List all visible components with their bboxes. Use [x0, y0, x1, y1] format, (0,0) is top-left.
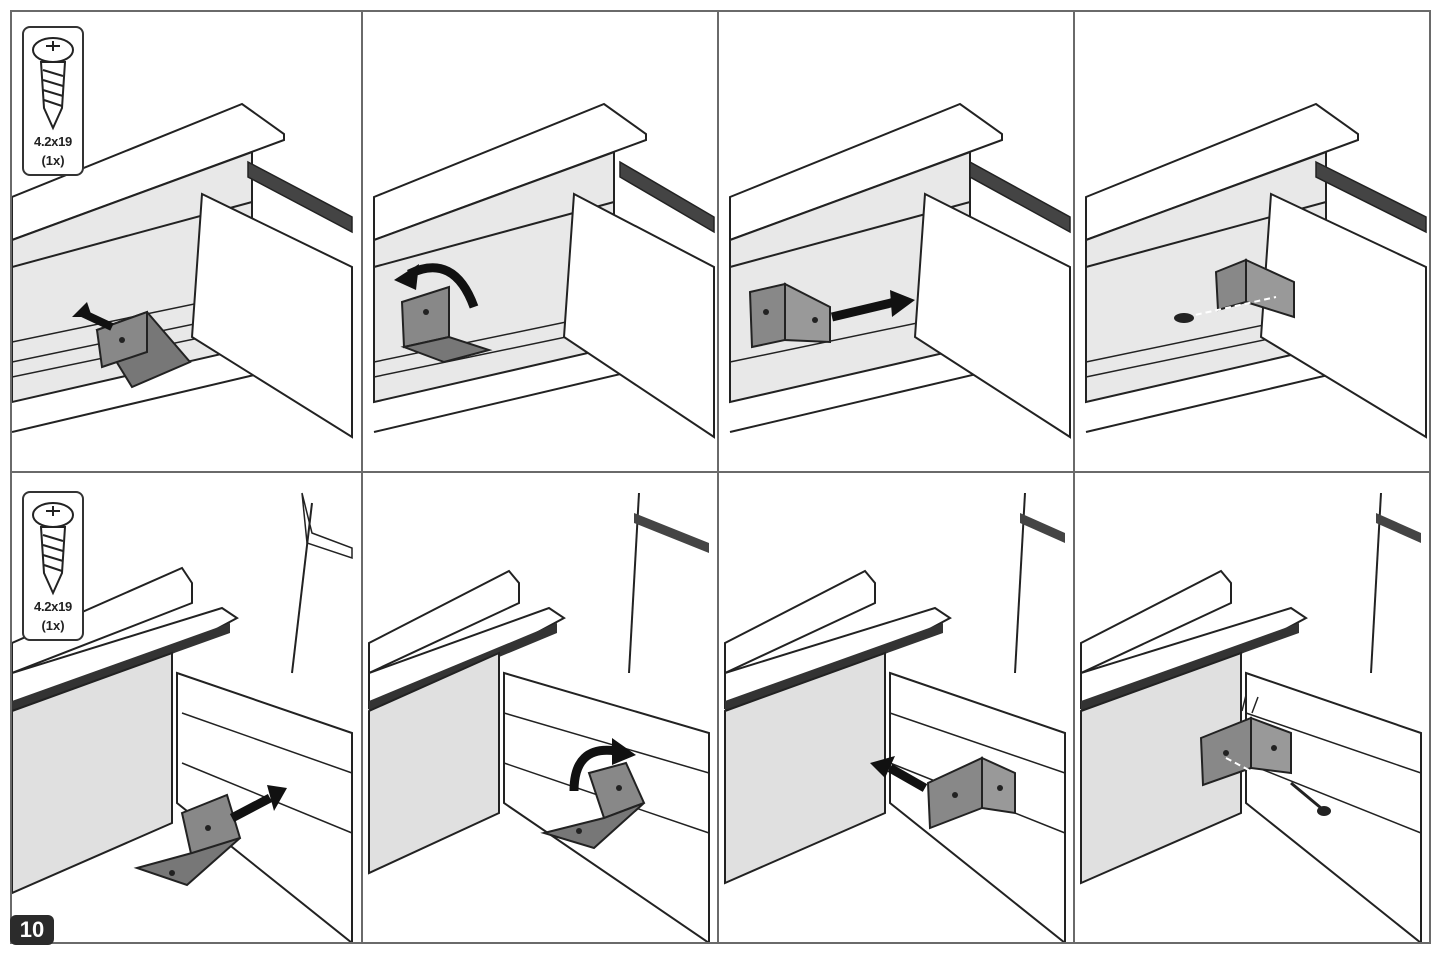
screw-icon: [32, 502, 74, 596]
bracket-slide-left-illustration: [12, 102, 353, 439]
panel-bottom-4: [1076, 473, 1429, 942]
panel-divider: [361, 10, 363, 944]
screw-quantity-label: (1x): [41, 618, 65, 633]
bracket-screw-fix-illustration: [1080, 492, 1422, 942]
row-divider: [10, 471, 1431, 473]
bracket-rotate-illustration: [373, 102, 715, 439]
panel-top-4: [1076, 12, 1429, 471]
bracket-rotate-illustration: [368, 492, 710, 942]
panel-bottom-1: 4.2x19 (1x): [12, 473, 361, 942]
instruction-sheet: [10, 10, 1431, 944]
bracket-insert-illustration: [12, 492, 353, 942]
screw-icon: [32, 37, 74, 131]
screw-callout: 4.2x19 (1x): [22, 26, 84, 176]
bracket-screw-fix-illustration: [1085, 102, 1427, 439]
bracket-slide-left-illustration: [724, 492, 1066, 942]
panel-bottom-2: [364, 473, 717, 942]
step-number-badge: 10: [10, 915, 54, 945]
bracket-slide-right-illustration: [729, 102, 1071, 439]
screw-callout: 4.2x19 (1x): [22, 491, 84, 641]
panel-divider: [717, 10, 719, 944]
panel-top-2: [364, 12, 717, 471]
panel-bottom-3: [720, 473, 1073, 942]
screw-size-label: 4.2x19: [34, 134, 72, 149]
panel-divider: [1073, 10, 1075, 944]
panel-top-3: [720, 12, 1073, 471]
panel-top-1: 4.2x19 (1x): [12, 12, 361, 471]
screw-quantity-label: (1x): [41, 153, 65, 168]
screw-size-label: 4.2x19: [34, 599, 72, 614]
